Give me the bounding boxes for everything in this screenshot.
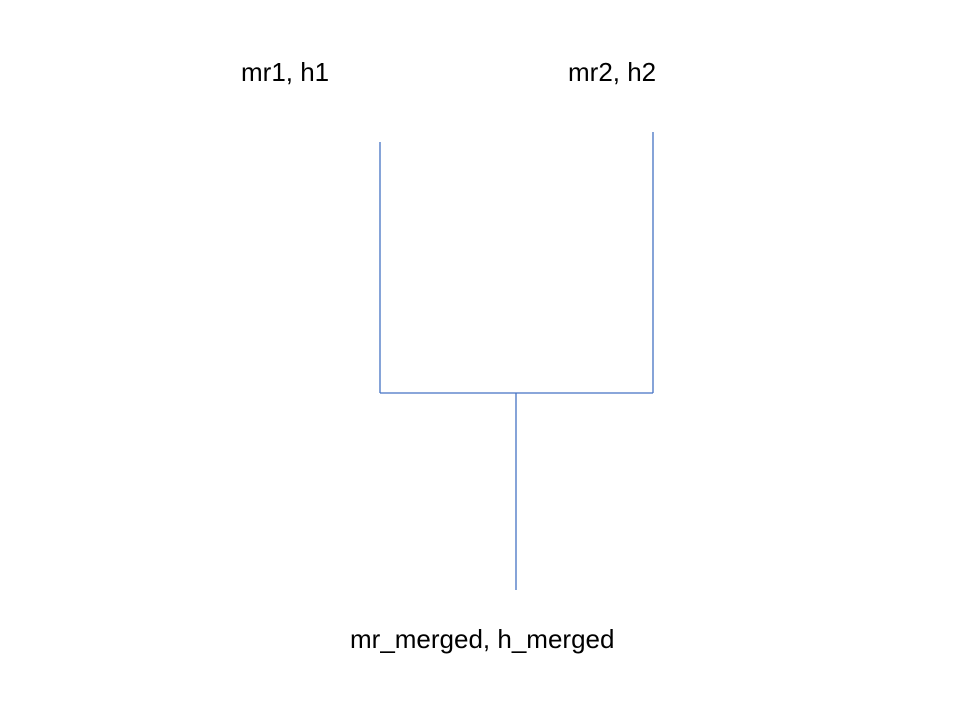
left-node-label: mr1, h1 bbox=[241, 57, 330, 87]
merged-node-label: mr_merged, h_merged bbox=[350, 624, 615, 654]
right-node-label: mr2, h2 bbox=[568, 57, 657, 87]
